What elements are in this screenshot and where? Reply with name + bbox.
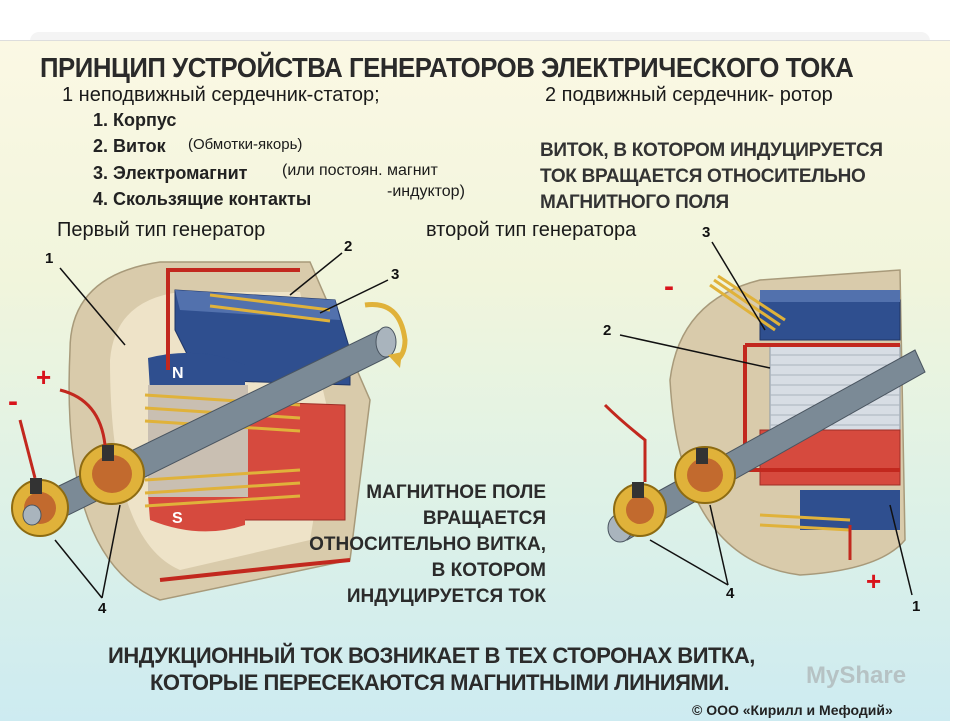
pole-south-label: S — [172, 510, 183, 527]
loop-wire — [166, 268, 300, 370]
callout-number: 2 — [344, 238, 353, 255]
leader-lines — [54, 252, 389, 599]
bottom-note-line: ИНДУКЦИОННЫЙ ТОК ВОЗНИКАЕТ В ТЕХ СТОРОНА… — [108, 643, 755, 668]
callout-number: 3 — [702, 224, 711, 241]
callout-number: 4 — [726, 585, 735, 602]
plus-sign: + — [36, 362, 52, 392]
legend-rotor: 2 подвижный сердечник- ротор — [545, 84, 833, 106]
first-type-label: Первый тип генератор — [57, 219, 266, 241]
slide-title: ПРИНЦИП УСТРОЙСТВА ГЕНЕРАТОРОВ ЭЛЕКТРИЧЕ… — [40, 52, 854, 83]
callout-number: 1 — [45, 250, 54, 267]
bottom-note-line: КОТОРЫЕ ПЕРЕСЕКАЮТСЯ МАГНИТНЫМИ ЛИНИЯМИ. — [150, 670, 730, 695]
callout-number: 2 — [603, 322, 612, 339]
annotation-magnet-line1: (или постоян. магнит — [282, 162, 438, 179]
pole-north-label: N — [172, 365, 184, 382]
center-note-line: ВРАЩАЕТСЯ — [422, 508, 546, 529]
wire-right-minus — [603, 403, 647, 482]
stator-core-top-face — [175, 290, 340, 320]
annotation-windings: (Обмотки-якорь) — [188, 136, 303, 153]
legend-stator: 1 неподвижный сердечник-статор; — [62, 84, 380, 106]
part-list-item: 3. Электромагнит — [93, 163, 248, 183]
callout-number: 3 — [391, 266, 400, 283]
stator-block — [759, 299, 901, 341]
right-note-line: ТОК ВРАЩАЕТСЯ ОТНОСИТЕЛЬНО — [540, 166, 866, 187]
part-list-item: 1. Корпус — [93, 110, 177, 130]
part-list-item: 4. Скользящие контакты — [93, 189, 312, 209]
rotor-north — [148, 352, 245, 390]
callout-number: 4 — [98, 600, 107, 617]
part-list-item: 2. Виток — [93, 136, 166, 156]
center-note-line: В КОТОРОМ — [431, 560, 546, 581]
watermark: MyShare — [806, 662, 907, 689]
right-note-line: ВИТОК, В КОТОРОМ ИНДУЦИРУЕТСЯ — [540, 140, 883, 161]
copyright: © ООО «Кирилл и Мефодий» — [692, 702, 893, 718]
minus-sign: - — [8, 385, 18, 418]
center-note-line: МАГНИТНОЕ ПОЛЕ — [366, 482, 546, 503]
second-type-label: второй тип генератора — [426, 219, 637, 241]
wire-minus — [18, 419, 37, 479]
plus-sign-right: + — [866, 566, 882, 596]
center-note-line: ИНДУЦИРУЕТСЯ ТОК — [346, 586, 546, 607]
right-note-line: МАГНИТНОГО ПОЛЯ — [540, 192, 729, 213]
callout-number: 1 — [912, 598, 921, 615]
shaft-end-right — [375, 326, 397, 358]
center-note-line: ОТНОСИТЕЛЬНО ВИТКА, — [309, 534, 546, 555]
annotation-magnet-line2: -индуктор) — [387, 183, 465, 200]
wire-plus — [59, 388, 107, 446]
brush — [102, 445, 114, 461]
minus-sign-right: - — [664, 270, 674, 303]
